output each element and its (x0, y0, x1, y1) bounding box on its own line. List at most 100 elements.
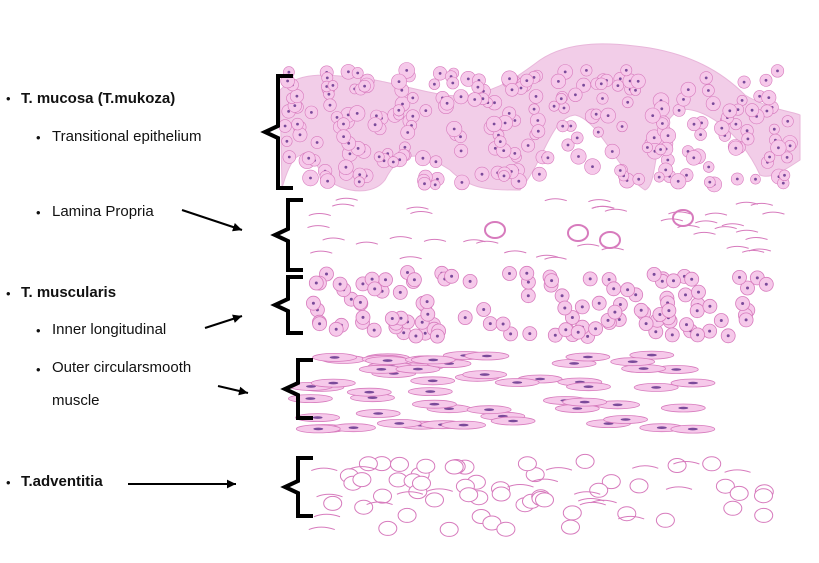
adipocyte (655, 512, 675, 528)
adipocyte (496, 521, 516, 537)
nucleus (686, 88, 690, 91)
connective-fiber (426, 488, 453, 492)
connective-fiber (660, 218, 684, 222)
nucleus (552, 104, 556, 108)
connective-fiber (544, 256, 567, 260)
nucleus (426, 312, 430, 316)
nucleus (326, 179, 329, 183)
nucleus (390, 317, 394, 320)
bracket-adventitia (280, 456, 313, 518)
nucleus (296, 122, 299, 126)
nucleus (406, 271, 409, 274)
connective-fiber (316, 493, 343, 498)
nucleus (618, 303, 622, 306)
nucleus (493, 146, 497, 150)
label-inner-longitudinal: Inner longitudinal (52, 321, 167, 338)
nucleus (328, 103, 332, 107)
connective-fiber (313, 513, 341, 518)
nucleus (637, 177, 641, 181)
nucleus (481, 97, 485, 101)
arrow-inner-longitudinal (204, 314, 243, 329)
nucleus (583, 385, 594, 389)
nucleus (412, 278, 416, 282)
label-lamina-propria: Lamina Propria (52, 203, 154, 220)
nucleus (503, 121, 507, 125)
adipocyte (629, 478, 649, 494)
nucleus (295, 94, 299, 98)
nucleus (283, 124, 287, 128)
nucleus (585, 69, 588, 72)
nucleus (414, 334, 418, 338)
label-outer-circular-line2: muscle (52, 392, 100, 409)
nucleus (776, 69, 779, 73)
arrow-outer-circular (217, 385, 249, 396)
nucleus (525, 79, 529, 82)
label-tunica-muscularis: T. muscularis (21, 284, 117, 301)
nucleus (445, 101, 449, 105)
nucleus (435, 334, 439, 338)
nucleus (582, 355, 593, 359)
nucleus (612, 287, 616, 291)
nucleus (535, 377, 546, 381)
nucleus (758, 94, 761, 98)
nucleus (286, 79, 289, 83)
nucleus (421, 156, 425, 160)
connective-fiber (591, 205, 614, 209)
nucleus (634, 88, 637, 92)
nucleus (314, 281, 318, 285)
connective-fiber (604, 208, 628, 212)
connective-fiber (535, 254, 559, 258)
adipocyte (715, 478, 735, 494)
nucleus (754, 177, 757, 181)
nucleus (666, 158, 670, 162)
nucleus (501, 322, 505, 326)
bracket-lamina (270, 198, 303, 272)
nucleus (660, 107, 664, 111)
nucleus (575, 136, 579, 140)
nucleus (616, 84, 620, 87)
nucleus (405, 69, 409, 72)
nucleus (307, 156, 311, 160)
blood-vessel (672, 209, 694, 227)
bracket-inner (270, 275, 303, 335)
pointer-arrows (128, 209, 249, 489)
adipocyte (575, 453, 595, 469)
nucleus (557, 80, 560, 83)
nucleus (528, 332, 532, 336)
adipocyte (425, 492, 444, 508)
adipocyte (444, 459, 464, 475)
nucleus (744, 318, 748, 322)
connective-fiber (366, 501, 393, 506)
nucleus (588, 277, 592, 281)
nucleus (526, 144, 530, 147)
nucleus (342, 122, 345, 126)
nucleus (672, 279, 675, 283)
bullet-muscularis: • (6, 286, 11, 301)
nucleus (349, 297, 353, 301)
nucleus (367, 396, 378, 400)
nucleus (473, 98, 477, 101)
nucleus (488, 322, 492, 326)
nucleus (502, 174, 506, 178)
adipocyte (617, 506, 637, 522)
nucleus (596, 130, 600, 134)
nucleus (328, 381, 339, 385)
bracket-mucosa (260, 74, 293, 190)
nucleus (594, 327, 598, 331)
adipocyte (517, 456, 537, 472)
nucleus (310, 111, 313, 114)
adipocyte (667, 458, 687, 473)
nucleus (582, 83, 585, 87)
adipocyte (416, 458, 436, 474)
nucleus (479, 373, 490, 376)
connective-fiber (410, 211, 433, 215)
connective-fiber (750, 202, 773, 206)
nucleus (572, 407, 583, 410)
nucleus (652, 272, 656, 276)
nucleus (644, 322, 648, 326)
nucleus (356, 147, 360, 150)
adipocyte (323, 495, 343, 511)
nucleus (634, 293, 638, 297)
connective-fiber (399, 256, 422, 260)
nucleus (411, 96, 415, 100)
